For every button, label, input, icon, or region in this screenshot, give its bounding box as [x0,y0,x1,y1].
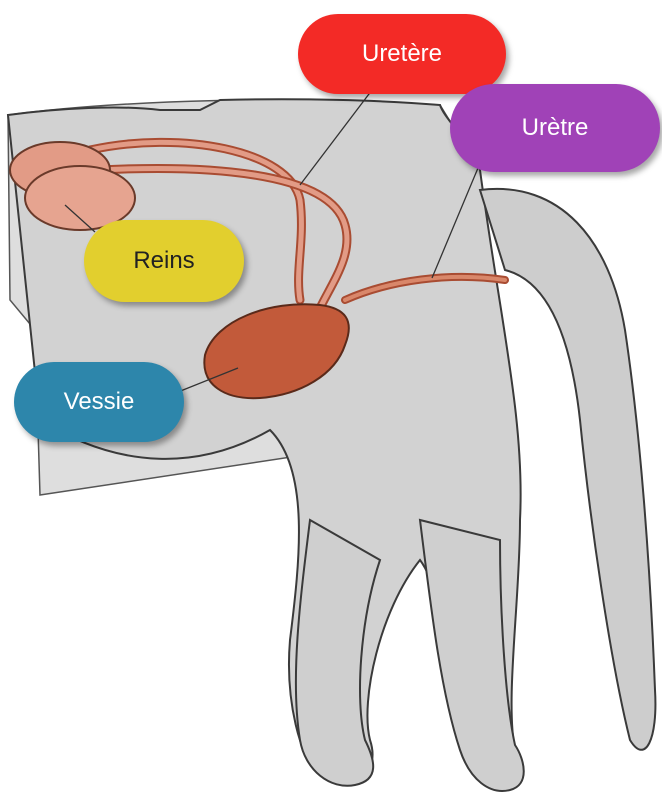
label-vessie: Vessie [14,362,184,442]
label-reins: Reins [84,220,244,302]
label-uretre: Urètre [450,84,660,172]
label-uretere: Uretère [298,14,506,94]
